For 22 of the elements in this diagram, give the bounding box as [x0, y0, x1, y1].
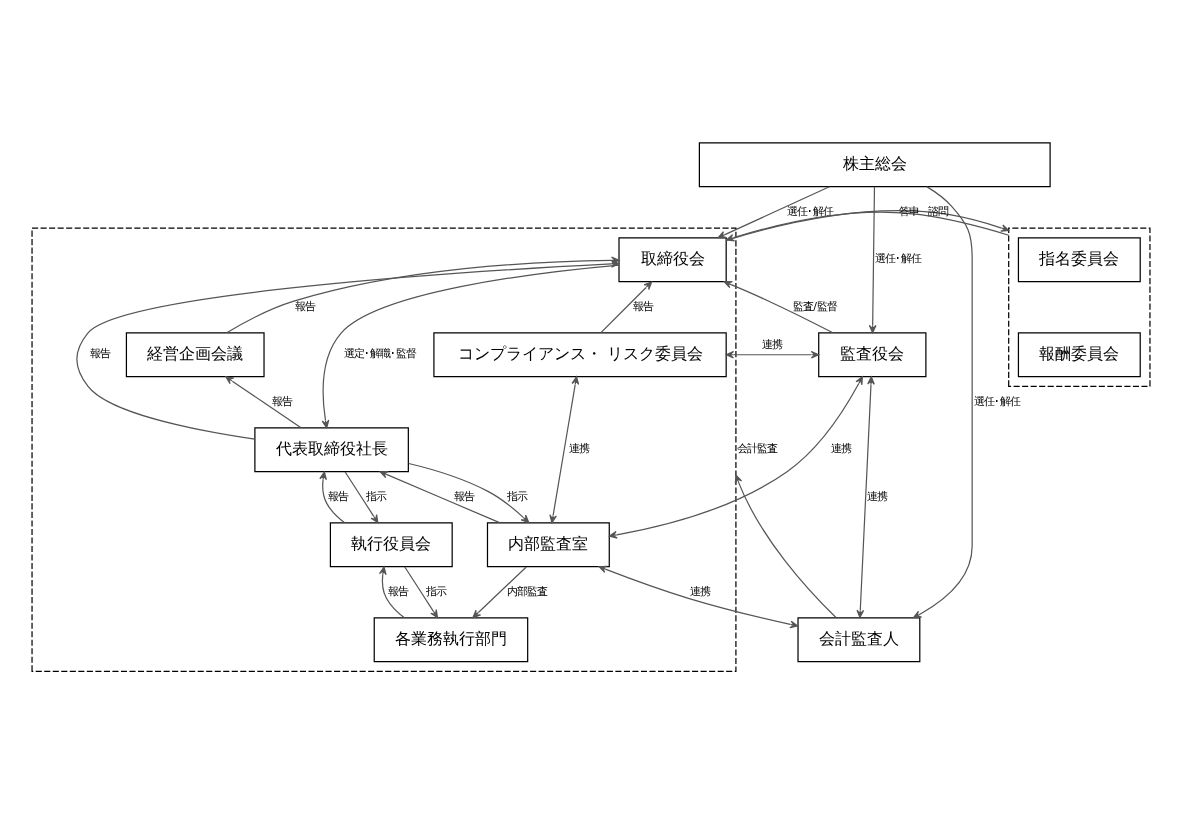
arrow [344, 471, 379, 524]
arrow [856, 376, 875, 619]
arrow [408, 462, 530, 524]
arrow [912, 186, 973, 619]
arrow [600, 281, 653, 334]
arrow [598, 565, 799, 629]
arrow [378, 566, 405, 619]
arrow [319, 471, 346, 524]
arrow [868, 186, 877, 334]
arrow [321, 264, 620, 429]
cluster [1008, 227, 1151, 388]
arrow [725, 350, 820, 359]
arrow [608, 376, 863, 539]
arrow [404, 566, 439, 619]
arrow [472, 566, 527, 619]
arrow [76, 259, 620, 440]
arrow [225, 376, 302, 429]
arrow [717, 186, 830, 239]
arrow [734, 474, 837, 619]
arrow [379, 470, 501, 524]
arrow [549, 376, 580, 524]
arrow [723, 280, 834, 334]
